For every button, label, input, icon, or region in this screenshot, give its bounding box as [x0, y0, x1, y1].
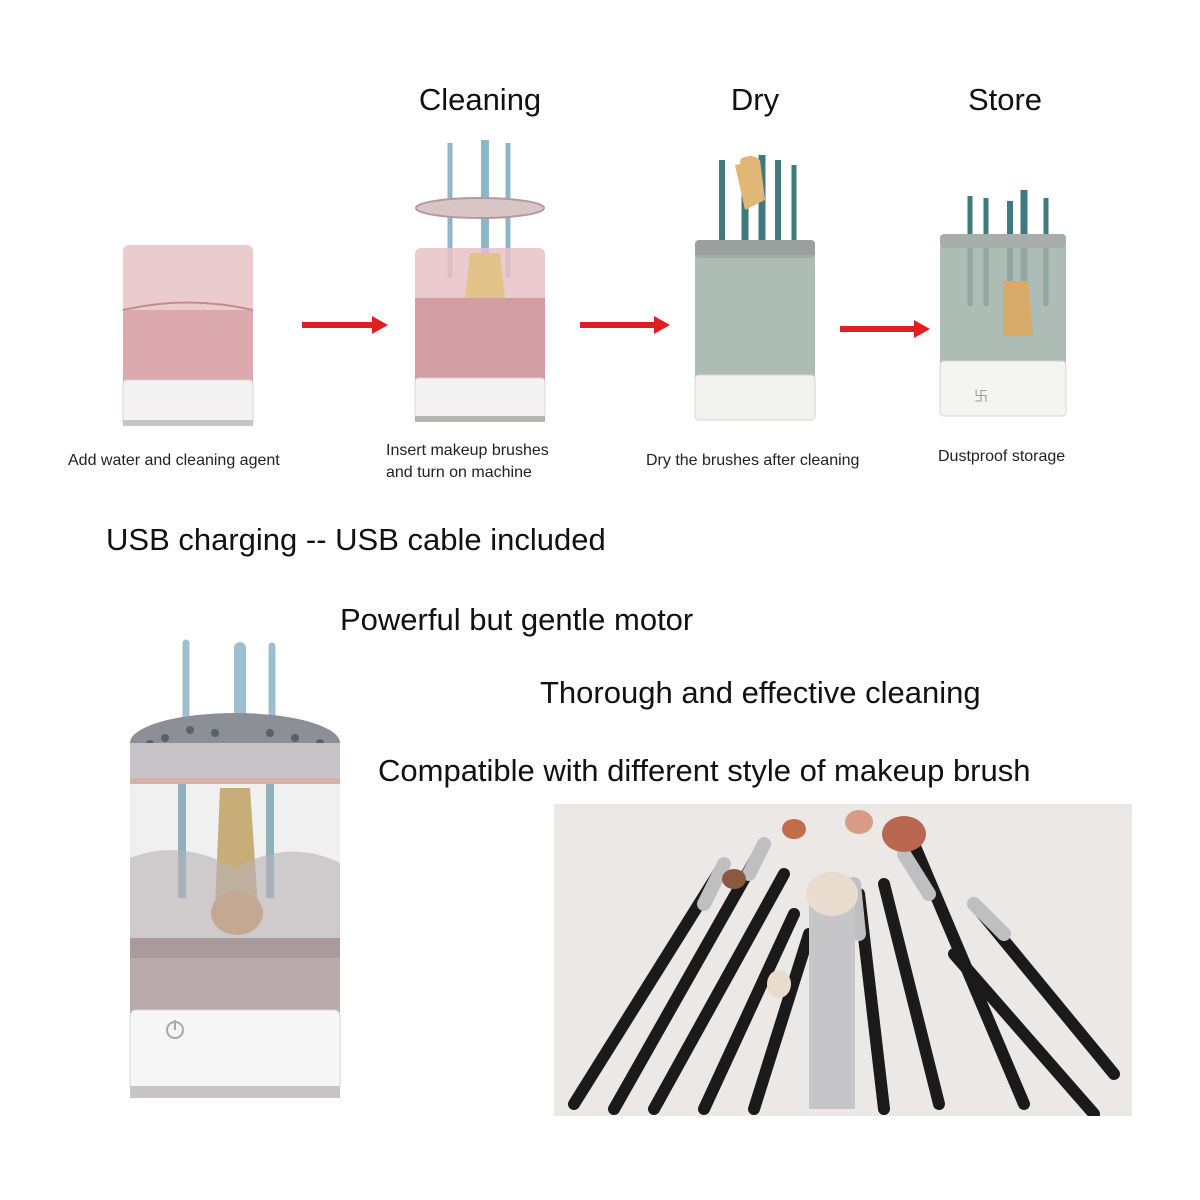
caption-line-2: and turn on machine: [386, 464, 532, 481]
caption-dry-brushes: Dry the brushes after cleaning: [646, 452, 860, 469]
step-title-dry: Dry: [730, 82, 780, 117]
svg-text:卐: 卐: [974, 388, 988, 404]
step-title-cleaning: Cleaning: [418, 82, 542, 117]
caption-dustproof: Dustproof storage: [938, 448, 1066, 465]
product-image-cleaning: [410, 138, 550, 428]
caption-line-1: Insert makeup brushes: [386, 442, 549, 459]
product-image-store: 卐: [938, 186, 1068, 426]
right-arrow-icon: [302, 316, 388, 334]
power-icon: [166, 1020, 184, 1039]
product-image-add-water: [118, 240, 258, 430]
right-arrow-icon: [580, 316, 670, 334]
feature-motor: Powerful but gentle motor: [340, 602, 694, 637]
step-title-store: Store: [967, 82, 1043, 117]
product-image-machine-large: [120, 638, 350, 1108]
right-arrow-icon: [840, 320, 930, 338]
product-image-dry: [690, 150, 820, 430]
caption-insert-brushes: Insert makeup brushes and turn on machin…: [386, 440, 549, 484]
feature-cleaning: Thorough and effective cleaning: [540, 675, 981, 710]
product-image-brushes-photo: [554, 804, 1132, 1116]
feature-usb-charging: USB charging -- USB cable included: [106, 522, 606, 557]
feature-compatibility: Compatible with different style of makeu…: [378, 753, 1031, 788]
caption-add-water: Add water and cleaning agent: [68, 452, 280, 469]
